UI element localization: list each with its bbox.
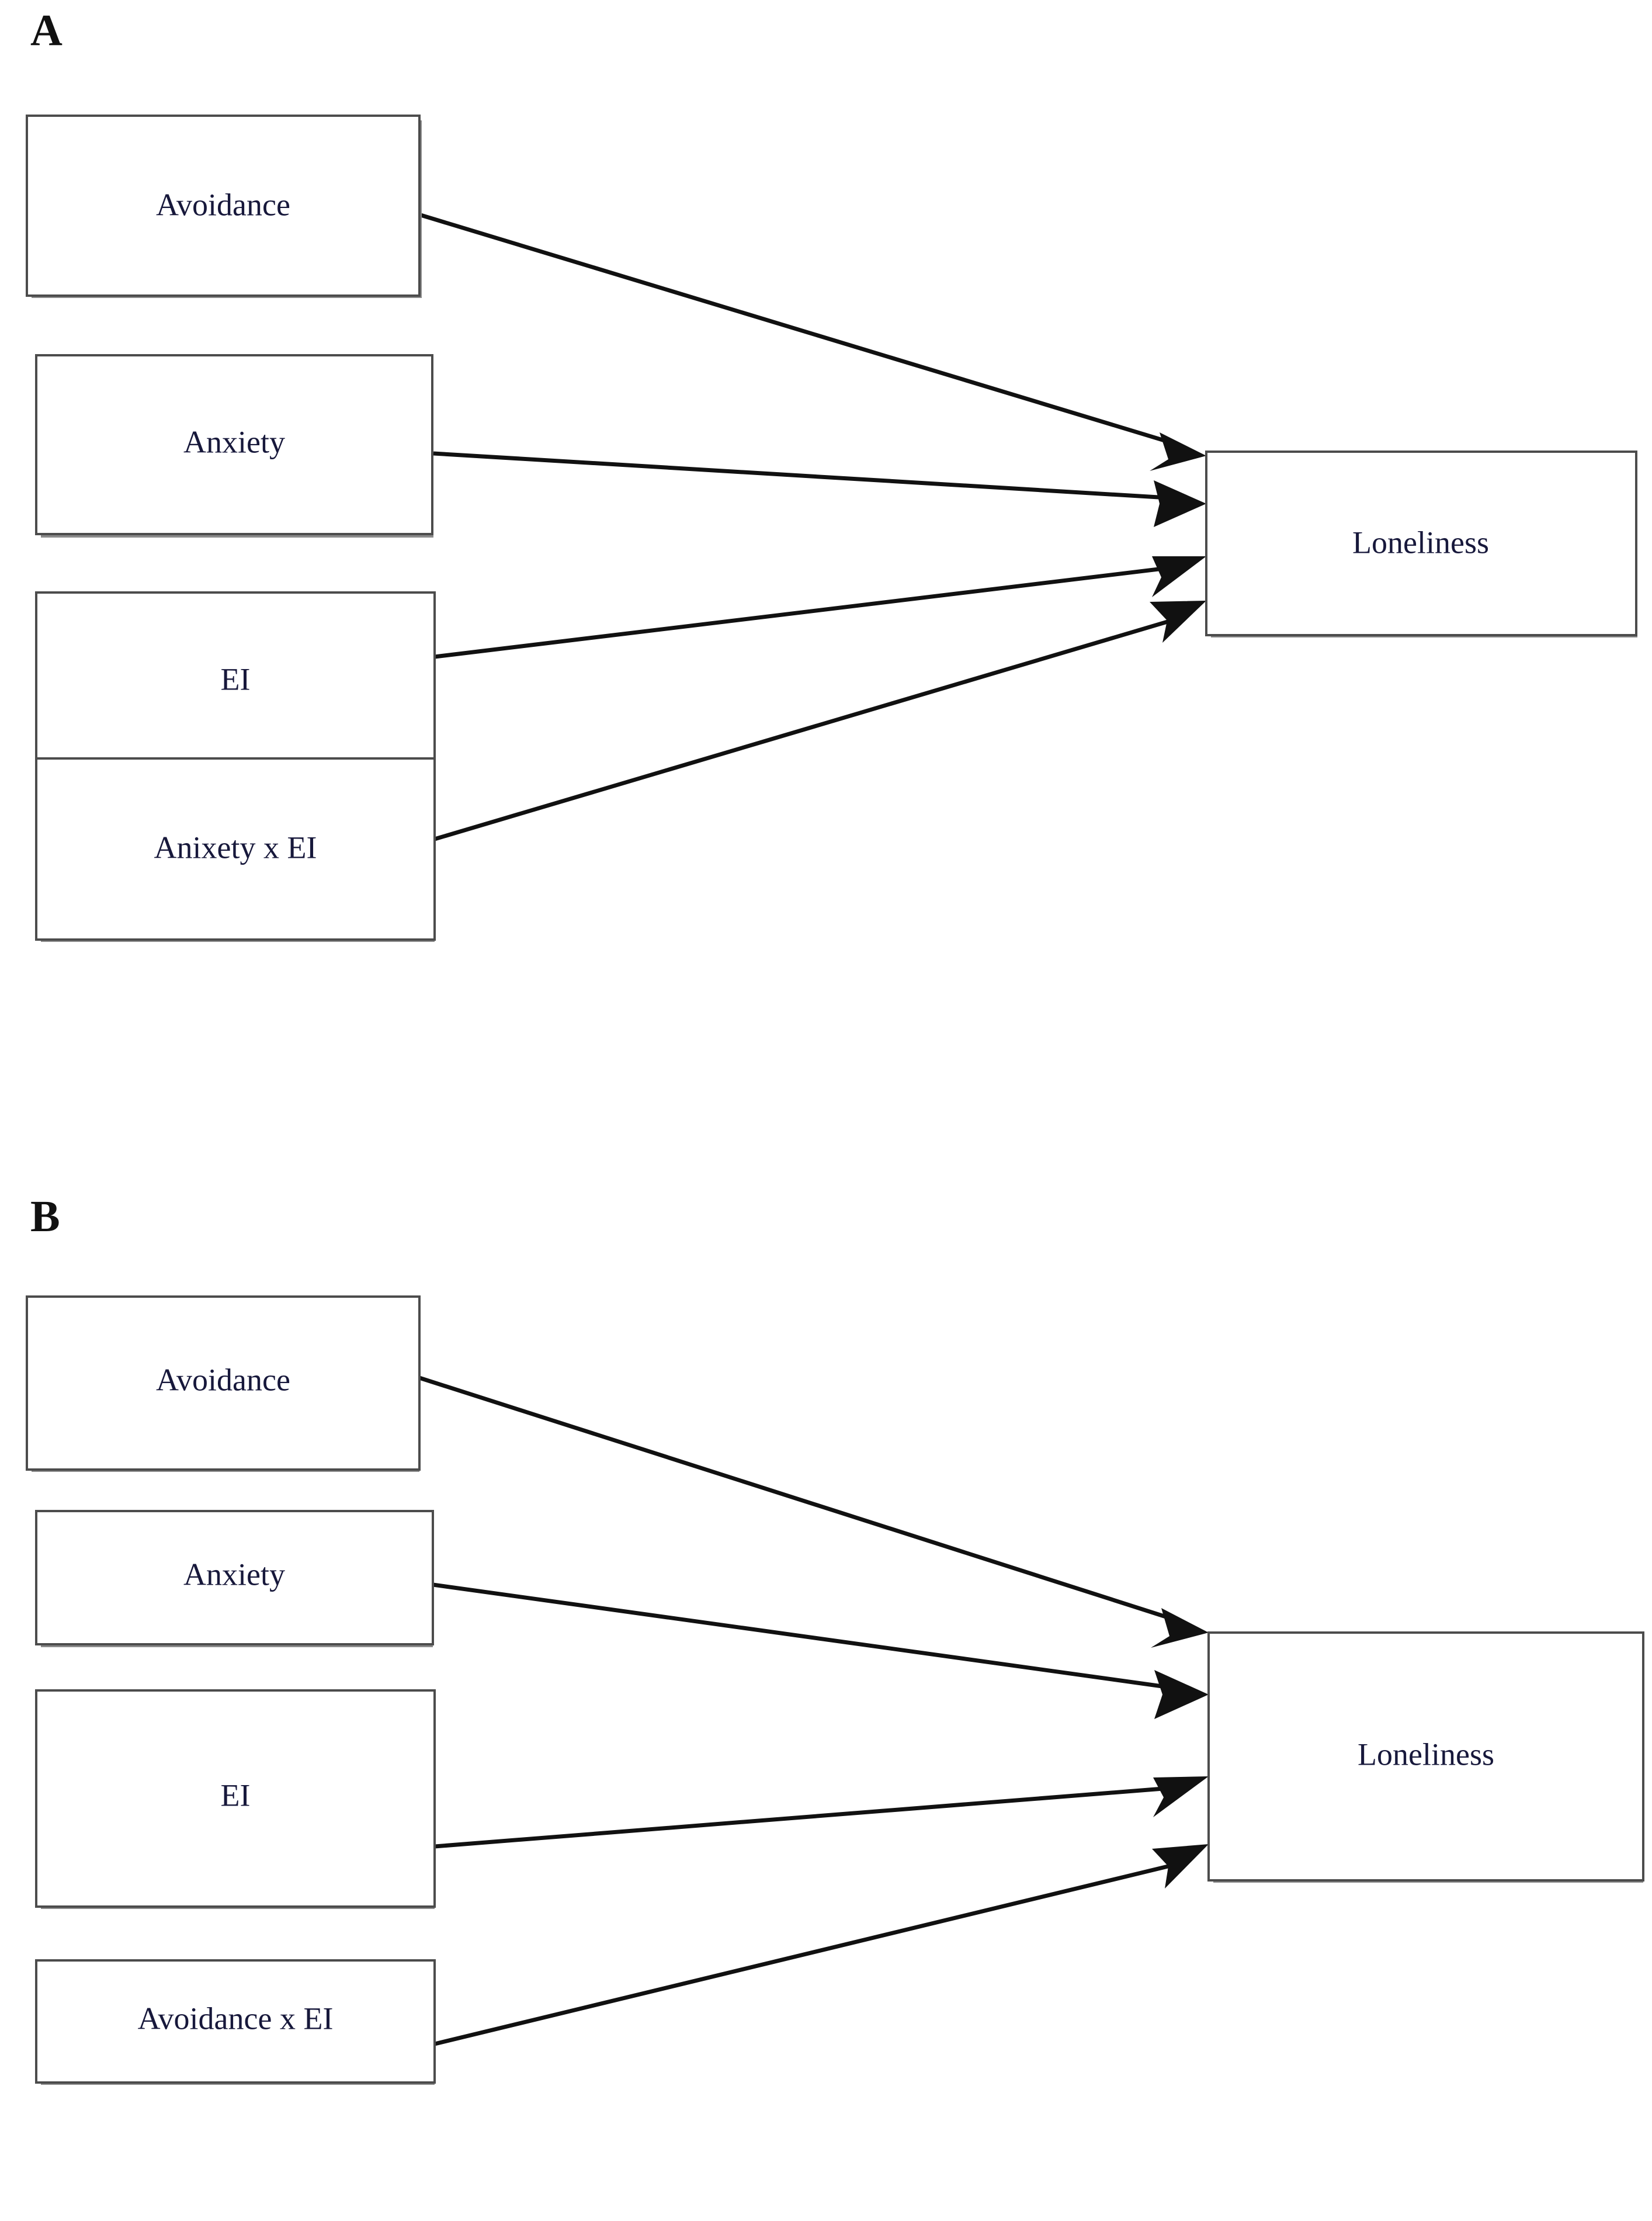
node-b-avoidance-label: Avoidance (156, 1362, 290, 1397)
node-a-anxiety-label: Anxiety (183, 424, 285, 459)
arrowhead-interaction (1150, 601, 1206, 643)
node-a-loneliness-label: Loneliness (1352, 525, 1489, 560)
node-b-loneliness[interactable]: Loneliness (1207, 1631, 1644, 1883)
node-a-loneliness[interactable]: Loneliness (1205, 451, 1637, 637)
node-b-interaction[interactable]: Avoidance x EI (35, 1959, 436, 2085)
panel-a-group: Avoidance Anxiety EI Anixety x EI (26, 115, 1637, 942)
node-a-avoidance[interactable]: Avoidance (26, 115, 422, 298)
edge-interaction-to-loneliness (434, 617, 1176, 841)
node-b-avoidance[interactable]: Avoidance (26, 1295, 421, 1472)
node-a-ei[interactable]: EI (35, 591, 436, 772)
node-a-interaction[interactable]: Anixety x EI (35, 757, 436, 942)
arrowhead-b-ei (1153, 1776, 1209, 1817)
panel-b-group: Avoidance Anxiety EI Avoidance x EI (26, 1295, 1644, 2085)
edge-b-interaction-to-loneliness (434, 1862, 1178, 2046)
edge-b-avoidance-to-loneliness (418, 1375, 1184, 1624)
arrowhead-b-anxiety (1154, 1670, 1209, 1719)
panel-b-label: B (30, 1192, 60, 1241)
edge-ei-to-loneliness (434, 566, 1169, 659)
edge-b-anxiety-to-loneliness (432, 1582, 1171, 1690)
panel-a-edges (419, 213, 1206, 841)
arrowhead-ei (1152, 556, 1206, 597)
edge-b-ei-to-loneliness (434, 1786, 1171, 1849)
arrowhead-anxiety (1154, 480, 1206, 527)
node-b-ei-label: EI (221, 1778, 251, 1813)
node-a-ei-label: EI (221, 661, 251, 697)
node-b-anxiety[interactable]: Anxiety (35, 1510, 434, 1647)
panel-b-edges (418, 1375, 1209, 2046)
node-b-interaction-label: Avoidance x EI (138, 2001, 334, 2036)
arrowhead-b-interaction (1152, 1844, 1209, 1889)
node-b-loneliness-label: Loneliness (1358, 1737, 1494, 1772)
arrowhead-avoidance (1150, 432, 1206, 471)
arrowhead-b-avoidance (1151, 1608, 1209, 1648)
edge-anxiety-to-loneliness (433, 451, 1169, 500)
node-a-avoidance-label: Avoidance (156, 187, 290, 222)
node-a-anxiety[interactable]: Anxiety (35, 354, 433, 538)
node-a-interaction-label: Anixety x EI (154, 830, 317, 865)
panel-a-label: A (30, 6, 63, 55)
node-b-ei[interactable]: EI (35, 1689, 436, 1909)
edge-avoidance-to-loneliness (419, 213, 1181, 448)
node-b-anxiety-label: Anxiety (183, 1557, 285, 1592)
